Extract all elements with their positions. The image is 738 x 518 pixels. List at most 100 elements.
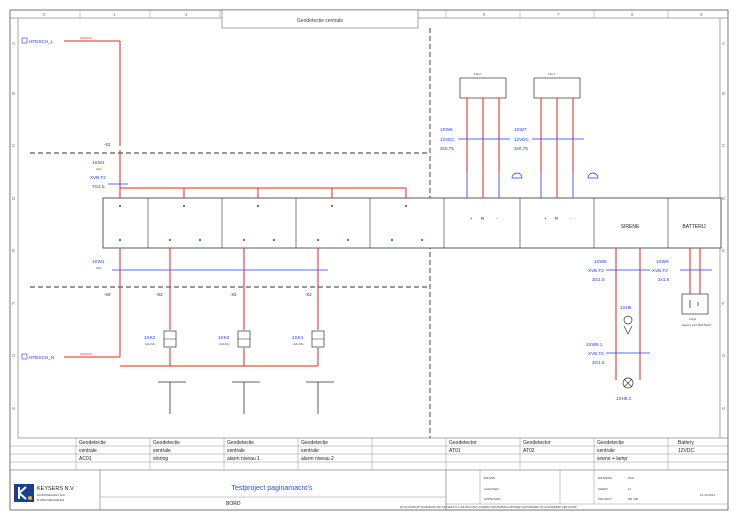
detector-1sl6-label: 1SL6 [474, 72, 481, 76]
cell-1-l3: AC01 [79, 456, 92, 462]
tb-drawing-val: PAG [628, 476, 635, 480]
col-label-7: 7 [557, 12, 560, 17]
row-label-A: A [12, 41, 15, 46]
power-feeders [119, 150, 407, 198]
relay-1sk3: 1SK3 (A0-N1) [218, 330, 251, 348]
relay-1sk4-name: 1SK4 [292, 335, 304, 340]
tb-footnote-1: DIT PLAN BLIJFT EIGENDOM VAN KEYSERS N.V… [400, 505, 577, 509]
terminal-neutral: HFDSCH_N [21, 296, 121, 360]
w1-top-sub: (A1) [96, 167, 102, 171]
box-plus-1: + [470, 216, 473, 221]
sw8-sec: 3G1.5 [592, 277, 605, 282]
cell-9-l2: 12VDC [678, 448, 695, 454]
detector-1sl7: 1SL7 1SW7 12VDC 3x0.75 [514, 72, 599, 198]
row-label-C: C [12, 143, 16, 148]
sheet-border [9, 9, 729, 511]
cell-4-l3: alarm niveau 2 [301, 456, 334, 462]
w1-top-name: 1SW1 [92, 160, 105, 165]
tb-checked: CHECKED [484, 487, 500, 491]
cell-2-l3: storing [153, 456, 168, 462]
lamp-1sh81-label: 1SH8.1 [616, 396, 632, 401]
cell-3-l1: Geodetectie [227, 440, 254, 446]
box-plus-2: + [544, 216, 547, 221]
cell-9-l1: Battery [678, 440, 694, 446]
x2-c-label: -X2 [305, 292, 312, 297]
project-title: Testproject paginamacro's [231, 485, 313, 492]
tb-drawn: DRAWN [484, 476, 495, 480]
w1-bot-name: 1SW1 [92, 259, 105, 264]
cell-3-l3: alarm niveau 1 [227, 456, 260, 462]
col-label-0: 0 [43, 12, 46, 17]
relay-1sk3-sub: (A0-N1) [219, 342, 230, 346]
footer-table: Geodetectie centrale AC01 Geodetectie ce… [10, 438, 728, 471]
relay-feeders [119, 248, 319, 367]
sw6-type: 12VDC [440, 137, 455, 142]
relay-1sk4: 1SK4 (A0-N1) [292, 330, 325, 348]
cell-6-l2: AT01 [449, 448, 461, 454]
relay-1sk4-sub: (A0-N1) [293, 342, 304, 346]
row-header: A B C D E F G H A B C D E F G H [12, 41, 726, 411]
relay-contacts [158, 381, 334, 414]
relay-1sk2-name: 1SK2 [144, 335, 156, 340]
siren-circuit: 1SW8 XVB F2 3G1.5 1SW9 XVB F2 2x1.5 1SW8… [586, 248, 712, 401]
cable-1sw1-top: 1SW1 (A1) XVB F2 7G1.5 [90, 160, 128, 189]
col-label-1: 1 [113, 12, 116, 17]
sw7-sec: 3x0.75 [514, 146, 528, 151]
cell-2-l2: centrale [153, 448, 171, 454]
tb-sheet-ref: 12.10.2013 [700, 493, 715, 497]
row-label-B: B [12, 91, 15, 96]
cell-7-l1: Geodetector [523, 440, 551, 446]
row-label-F-right: F [722, 301, 725, 306]
row-label-G-right: G [722, 353, 726, 358]
row-label-E-right: E [722, 248, 725, 253]
horn-1sh8-label: 1SH8 [620, 305, 632, 310]
drawing-subtitle: BORD [226, 501, 241, 507]
cell-8-l3: sirene + lamp [597, 456, 627, 462]
col-label-6: 6 [483, 12, 486, 17]
box-siren-label: SIRENE [621, 224, 640, 230]
company-name: KEYSERS N.V. [37, 486, 75, 492]
relay-1sk2-sub: (A0-N1) [145, 342, 156, 346]
company-logo-mark [18, 486, 27, 500]
box-r-1: R [481, 216, 484, 221]
w1-top-type: XVB F2 [90, 175, 106, 180]
terminal-line: HFDSCH_L [21, 37, 121, 146]
title-tab-text: Geodetectie centrale [297, 18, 343, 24]
central-controller: + R - + R - SIRENE BATTERIJ [102, 197, 722, 249]
col-label-2: 2 [185, 12, 188, 17]
row-label-F: F [12, 301, 15, 306]
detector-1sl7-label: 1SL7 [548, 72, 555, 76]
tb-sheet-val: 11 [628, 487, 631, 491]
box-min-1: - [496, 216, 498, 221]
sw81-sec: 3G1.5 [592, 360, 605, 365]
row-label-C-right: C [722, 143, 726, 148]
terminal-line-label: HFDSCH_L [29, 39, 54, 44]
sw9-type: XVB F2 [652, 268, 668, 273]
box-battery-label: BATTERIJ [682, 224, 706, 230]
title-tab [221, 9, 419, 29]
relay-1sk3-name: 1SK3 [218, 335, 230, 340]
sw8-name: 1SW8 [594, 259, 607, 264]
cell-1-l2: centrale [79, 448, 97, 454]
sw6-sec: 3x0.75 [440, 146, 454, 151]
detector-1sl6: 1SL6 1SW6 12VDC 3x0.75 [440, 72, 523, 198]
sw6-name: 1SW6 [440, 127, 453, 132]
sw7-name: 1SW7 [514, 127, 527, 132]
cell-7-l2: AT02 [523, 448, 535, 454]
row-label-H-right: H [722, 406, 725, 411]
col-label-8: 8 [631, 12, 634, 17]
cell-8-l1: Geodetectie [597, 440, 624, 446]
w1-top-sec: 7G1.5 [92, 184, 105, 189]
row-label-D-right: D [722, 196, 726, 201]
title-block: KEYSERS N.V. GODINSELAAN 120 B-2800 MECH… [14, 470, 728, 510]
cable-1sw1-bottom: 1SW1 (A1) [92, 259, 328, 271]
battery-1sl9-label: 1SL9 [689, 317, 696, 321]
cell-4-l1: Geodetectie [301, 440, 328, 446]
box-min-2: - [570, 216, 572, 221]
tb-approved: APPROVED [484, 497, 502, 501]
row-label-B-right: B [722, 91, 725, 96]
col-label-9: 9 [700, 12, 703, 17]
relay-1sk2: 1SK2 (A0-N1) [144, 330, 177, 348]
battery-1sl9-sub: batterij 12V BATTERY [682, 323, 712, 327]
